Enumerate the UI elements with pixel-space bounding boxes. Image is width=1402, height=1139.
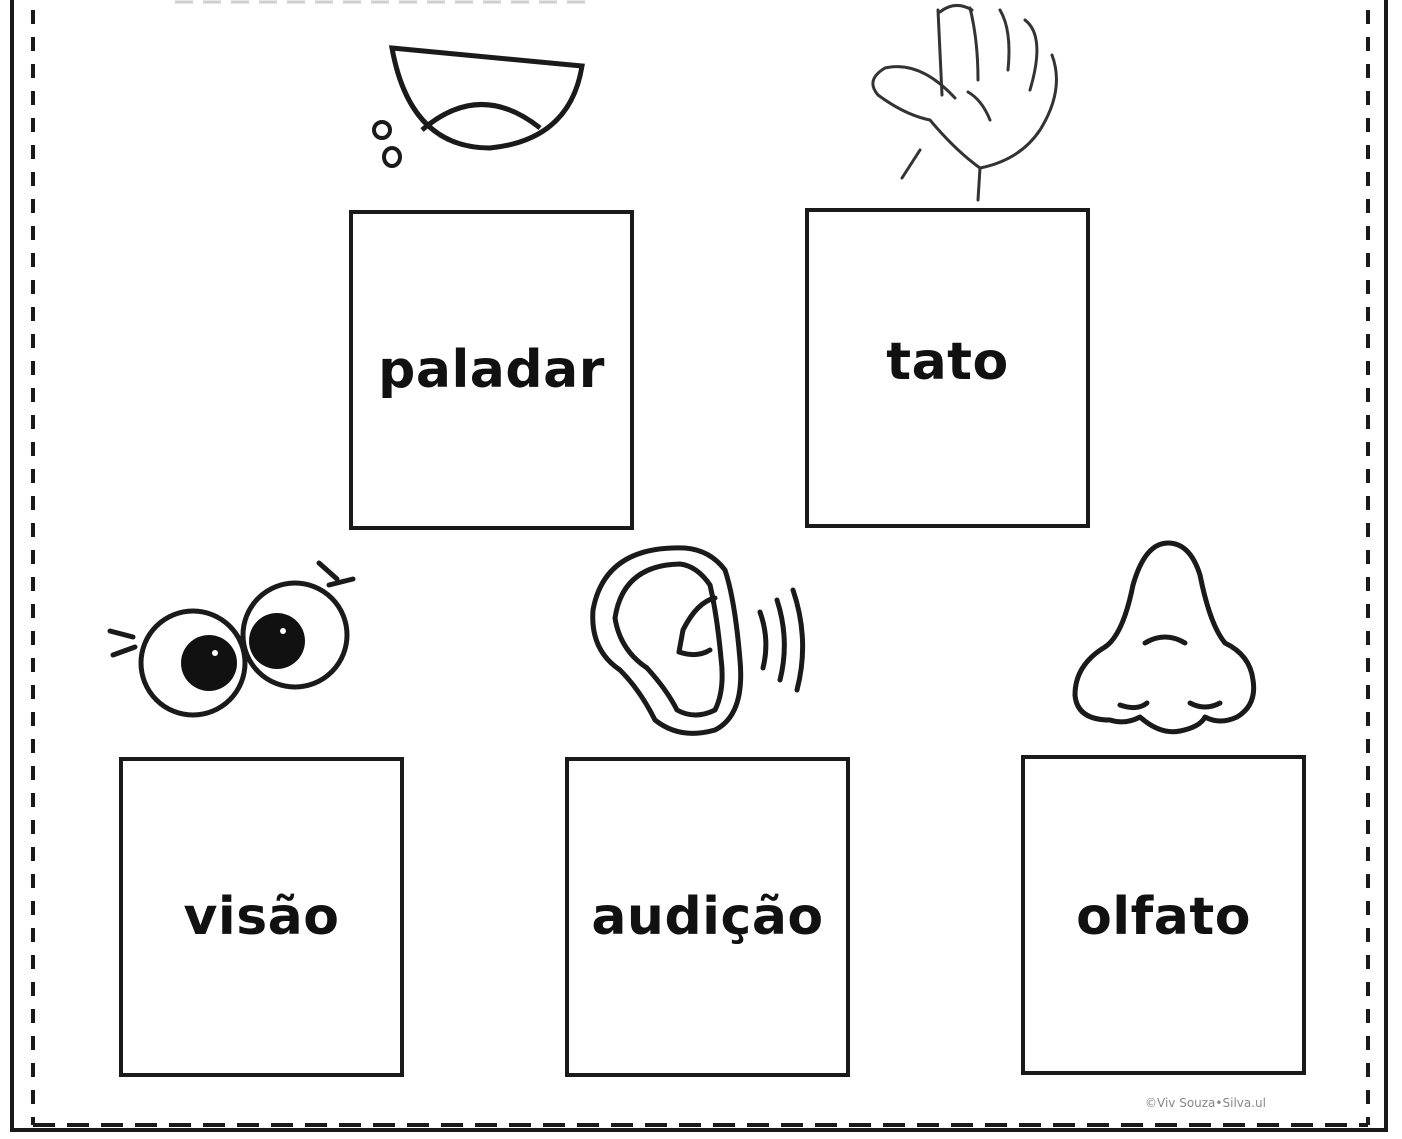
sense-card-visao: visão	[119, 757, 404, 1077]
ear-icon	[590, 545, 806, 736]
sense-label: paladar	[378, 340, 605, 400]
outer-border	[10, 0, 1388, 1132]
copyright-credit: ©Viv Souza•Silva.ul	[1145, 1096, 1266, 1110]
sense-label: olfato	[1076, 887, 1251, 947]
nose-icon	[1072, 540, 1257, 735]
sense-card-paladar: paladar	[349, 210, 634, 530]
sense-card-tato: tato	[805, 208, 1090, 528]
eyes-icon	[107, 560, 356, 718]
sense-card-audicao: audição	[565, 757, 850, 1077]
sense-label: tato	[886, 332, 1009, 392]
sense-label: audição	[591, 887, 824, 947]
hand-icon	[871, 4, 1058, 202]
sense-label: visão	[183, 887, 340, 947]
cropped-heading-remnant	[175, 0, 595, 4]
sense-card-olfato: olfato	[1021, 755, 1306, 1075]
mouth-icon	[372, 45, 585, 168]
